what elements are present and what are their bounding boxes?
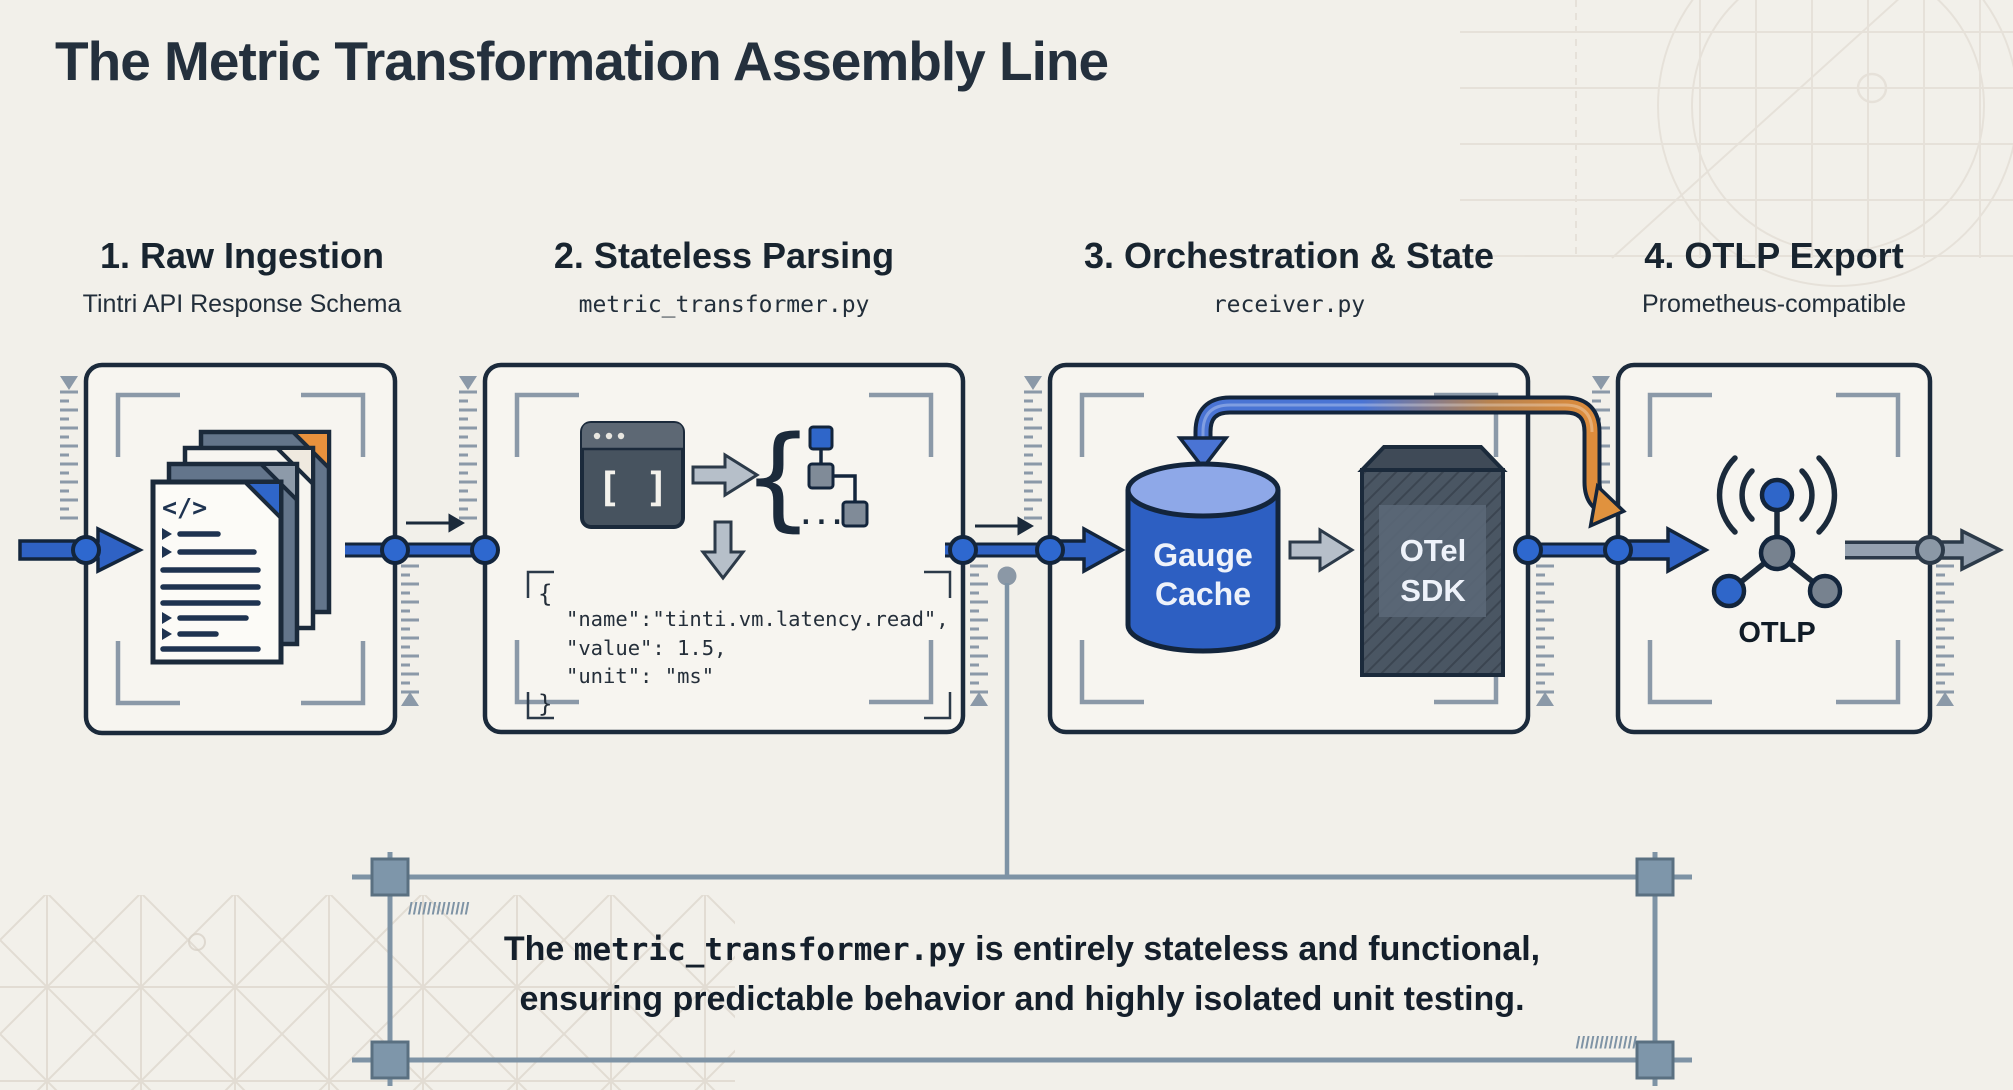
tree-ellipsis-glyph: ... [798, 501, 845, 531]
parse-arrow-icon [691, 452, 760, 498]
window-bracket-glyph: [ ] [597, 465, 669, 511]
cache-to-sdk-arrow-icon [1288, 527, 1355, 573]
otlp-label: OTLP [1738, 617, 1815, 649]
json-line-3: "unit": "ms" [566, 664, 714, 688]
note-line-2: ensuring predictable behavior and highly… [519, 980, 1524, 1018]
junction-nodes [71, 535, 1945, 565]
note-line1-code: metric_transformer.py [574, 932, 966, 968]
json-line-1: "name":"tinti.vm.latency.read", [566, 607, 949, 631]
document-stack-icon [150, 429, 332, 665]
note-handle [1635, 1040, 1675, 1080]
note-handle [1635, 857, 1675, 897]
code-window-icon: [ ] [580, 421, 685, 529]
stage1-label: 1. Raw Ingestion [100, 235, 384, 276]
otel-sdk-label-2: SDK [1400, 573, 1466, 608]
otlp-antenna-icon: OTLP [1711, 455, 1843, 649]
feedback-pipe [1176, 395, 1627, 529]
down-arrow-icon [699, 520, 747, 581]
doc-code-glyph: </> [162, 493, 207, 522]
stage2-subtitle: metric_transformer.py [579, 292, 870, 318]
note-line-1: The metric_transformer.py is entirely st… [504, 930, 1540, 968]
stage4-subtitle: Prometheus-compatible [1642, 290, 1906, 318]
stage2-label: 2. Stateless Parsing [554, 235, 894, 276]
gauge-cache-cylinder-icon: Gauge Cache [1125, 461, 1281, 654]
note-hatch-bottom: ///////////// [1576, 1033, 1638, 1052]
pipe-arrowhead-down-icon [1176, 436, 1230, 471]
stage3-subtitle: receiver.py [1213, 292, 1365, 318]
stage3-label: 3. Orchestration & State [1084, 235, 1494, 276]
note-handle [370, 1040, 410, 1080]
json-line-2: "value": 1.5, [566, 636, 726, 660]
note-line1-before: The [504, 930, 574, 968]
parsed-tree-icon: { ... [744, 413, 869, 543]
page-title: The Metric Transformation Assembly Line [55, 30, 1108, 92]
otel-sdk-label-1: OTel [1400, 533, 1467, 568]
note-connector [997, 566, 1017, 875]
json-close-brace: } [538, 690, 552, 718]
note-callout: ///////////// ///////////// The metric_t… [352, 852, 1692, 1086]
otel-sdk-slab-icon: OTel SDK [1357, 445, 1508, 677]
thin-arrow-gap23 [975, 516, 1034, 536]
note-hatch-top: ///////////// [408, 899, 470, 918]
stage-headings: 1. Raw Ingestion Tintri API Response Sch… [83, 235, 1906, 318]
brace-glyph: { [744, 413, 811, 543]
blueprint-decoration-top-right [1460, 0, 2013, 287]
stage1-subtitle: Tintri API Response Schema [83, 290, 402, 318]
document-content: </> [160, 493, 261, 652]
note-handle [370, 857, 410, 897]
json-snippet: { "name":"tinti.vm.latency.read", "value… [526, 570, 952, 720]
gauge-cache-label-2: Cache [1155, 576, 1251, 612]
thin-arrow-gap12 [406, 513, 465, 533]
gauge-cache-label-1: Gauge [1153, 537, 1253, 573]
json-open-brace: { [538, 580, 552, 608]
pipe-arrowhead-right-icon [1588, 482, 1627, 529]
stage4-label: 4. OTLP Export [1644, 235, 1903, 276]
note-line1-after: is entirely stateless and functional, [966, 930, 1540, 968]
